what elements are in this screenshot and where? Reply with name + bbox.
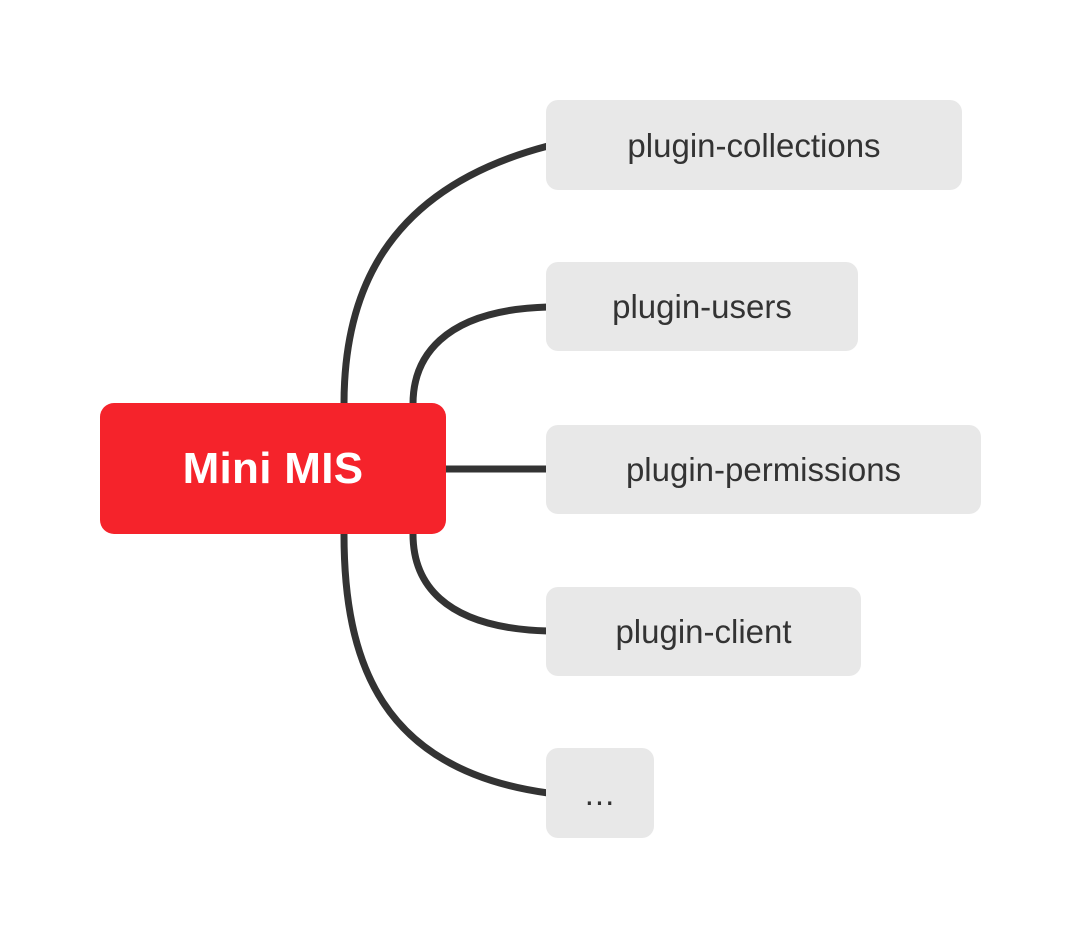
branch-node-label: plugin-client [615,613,792,650]
edge-path [409,303,552,408]
branch-node-label: plugin-users [612,288,792,325]
branch-node-label: plugin-collections [627,126,881,164]
branch-node-plugin-collections[interactable]: plugin-collections [546,100,962,190]
branch-node-label: ... [584,774,616,812]
branch-node-label: plugin-permissions [625,451,902,488]
branch-node-plugin-permissions[interactable]: plugin-permissions [546,425,981,514]
branch-node-plugin-client[interactable]: plugin-client [546,587,861,676]
branch-node-plugin-users[interactable]: plugin-users [546,262,858,351]
edge-path [409,530,552,635]
root-node-label: Mini MIS [182,443,364,493]
branch-node-more[interactable]: ... [546,748,654,838]
edge-path [340,530,552,797]
root-node-mini-mis[interactable]: Mini MIS [100,403,446,534]
edge-path [340,142,552,408]
